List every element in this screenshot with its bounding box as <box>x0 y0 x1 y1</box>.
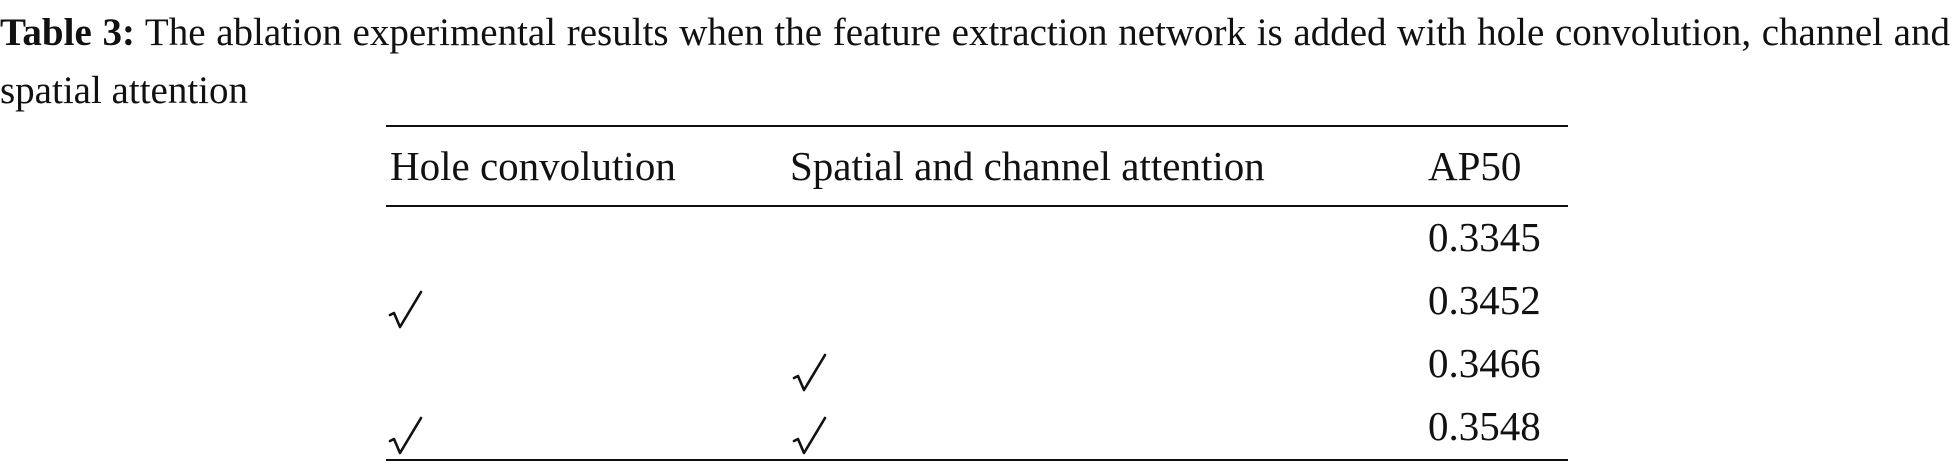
ap50-value: 0.3466 <box>1428 340 1541 386</box>
checkmark-icon <box>388 290 423 329</box>
cell-attention <box>790 206 1428 270</box>
caption-label: Table 3: <box>0 11 135 54</box>
checkmark-icon <box>792 416 827 455</box>
ap50-value: 0.3548 <box>1428 403 1541 449</box>
cell-hole-convolution <box>386 270 790 333</box>
cell-hole-convolution <box>386 206 790 270</box>
cell-attention <box>790 396 1428 461</box>
cell-attention <box>790 270 1428 333</box>
cell-hole-convolution <box>386 396 790 461</box>
table-row: 0.3452 <box>386 270 1568 333</box>
header-ap50: AP50 <box>1428 125 1568 207</box>
checkmark-icon <box>388 416 423 455</box>
cell-ap50: 0.3452 <box>1428 270 1568 333</box>
table-body: 0.3345 0.3452 0.3466 0.3548 <box>386 206 1568 461</box>
ap50-value: 0.3452 <box>1428 277 1541 323</box>
ap50-value: 0.3345 <box>1428 214 1541 260</box>
table-caption: Table 3: The ablation experimental resul… <box>0 4 1950 120</box>
table-row: 0.3466 <box>386 333 1568 396</box>
cell-ap50: 0.3548 <box>1428 396 1568 461</box>
header-hole-convolution: Hole convolution <box>386 125 790 207</box>
cell-attention <box>790 333 1428 396</box>
ablation-results-table: Hole convolution Spatial and channel att… <box>386 125 1568 461</box>
checkmark-icon <box>792 353 827 392</box>
cell-ap50: 0.3345 <box>1428 206 1568 270</box>
cell-ap50: 0.3466 <box>1428 333 1568 396</box>
header-row: Hole convolution Spatial and channel att… <box>386 125 1568 207</box>
table-row: 0.3345 <box>386 206 1568 270</box>
table-row: 0.3548 <box>386 396 1568 461</box>
cell-hole-convolution <box>386 333 790 396</box>
results-table-container: Hole convolution Spatial and channel att… <box>386 125 1568 461</box>
table-header: Hole convolution Spatial and channel att… <box>386 125 1568 207</box>
caption-text: The ablation experimental results when t… <box>0 11 1950 112</box>
header-attention: Spatial and channel attention <box>790 125 1428 207</box>
